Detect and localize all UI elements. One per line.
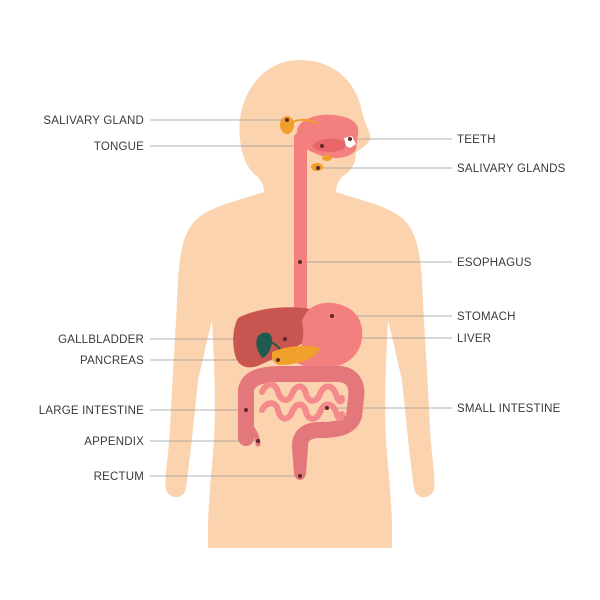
- gallbladder-dot: [283, 337, 287, 341]
- esophagus-dot: [298, 260, 302, 264]
- label-appendix: APPENDIX: [84, 436, 144, 448]
- stomach-dot: [330, 314, 334, 318]
- large-intestine: [238, 366, 365, 454]
- rectum: [292, 441, 308, 480]
- small-intestine-dot: [325, 406, 329, 410]
- tongue: [312, 138, 347, 152]
- rectum-dot: [298, 474, 302, 478]
- label-salivary-glands: SALIVARY GLANDS: [457, 163, 566, 175]
- salivary-gland-dot: [285, 118, 289, 122]
- salivary-glands-dot: [316, 166, 320, 170]
- labels-right: TEETH SALIVARY GLANDS ESOPHAGUS STOMACH …: [457, 134, 566, 415]
- teeth-dot: [348, 137, 352, 141]
- pancreas-head: [273, 351, 287, 365]
- small-intestine: [259, 381, 345, 422]
- appendix-dot: [256, 439, 260, 443]
- pancreas-dot: [276, 358, 280, 362]
- esophagus: [294, 132, 307, 328]
- large-intestine-dot: [244, 408, 248, 412]
- label-teeth: TEETH: [457, 134, 496, 146]
- gallbladder: [256, 332, 272, 358]
- salivary-gland-sublingual: [322, 155, 332, 161]
- salivary-gland-parotid: [280, 116, 294, 134]
- organs: [233, 114, 365, 480]
- label-gallbladder: GALLBLADDER: [58, 334, 144, 346]
- label-salivary-gland: SALIVARY GLAND: [43, 115, 144, 127]
- tongue-dot: [320, 144, 324, 148]
- teeth: [344, 136, 356, 148]
- salivary-duct: [291, 118, 319, 125]
- label-stomach: STOMACH: [457, 311, 516, 323]
- label-small-intestine: SMALL INTESTINE: [457, 403, 561, 415]
- labels-left: SALIVARY GLAND TONGUE GALLBLADDER PANCRE…: [39, 115, 144, 483]
- label-rectum: RECTUM: [94, 471, 144, 483]
- label-pancreas: PANCREAS: [80, 355, 144, 367]
- label-large-intestine: LARGE INTESTINE: [39, 405, 144, 417]
- label-tongue: TONGUE: [94, 141, 144, 153]
- label-esophagus: ESOPHAGUS: [457, 257, 532, 269]
- label-liver: LIVER: [457, 333, 491, 345]
